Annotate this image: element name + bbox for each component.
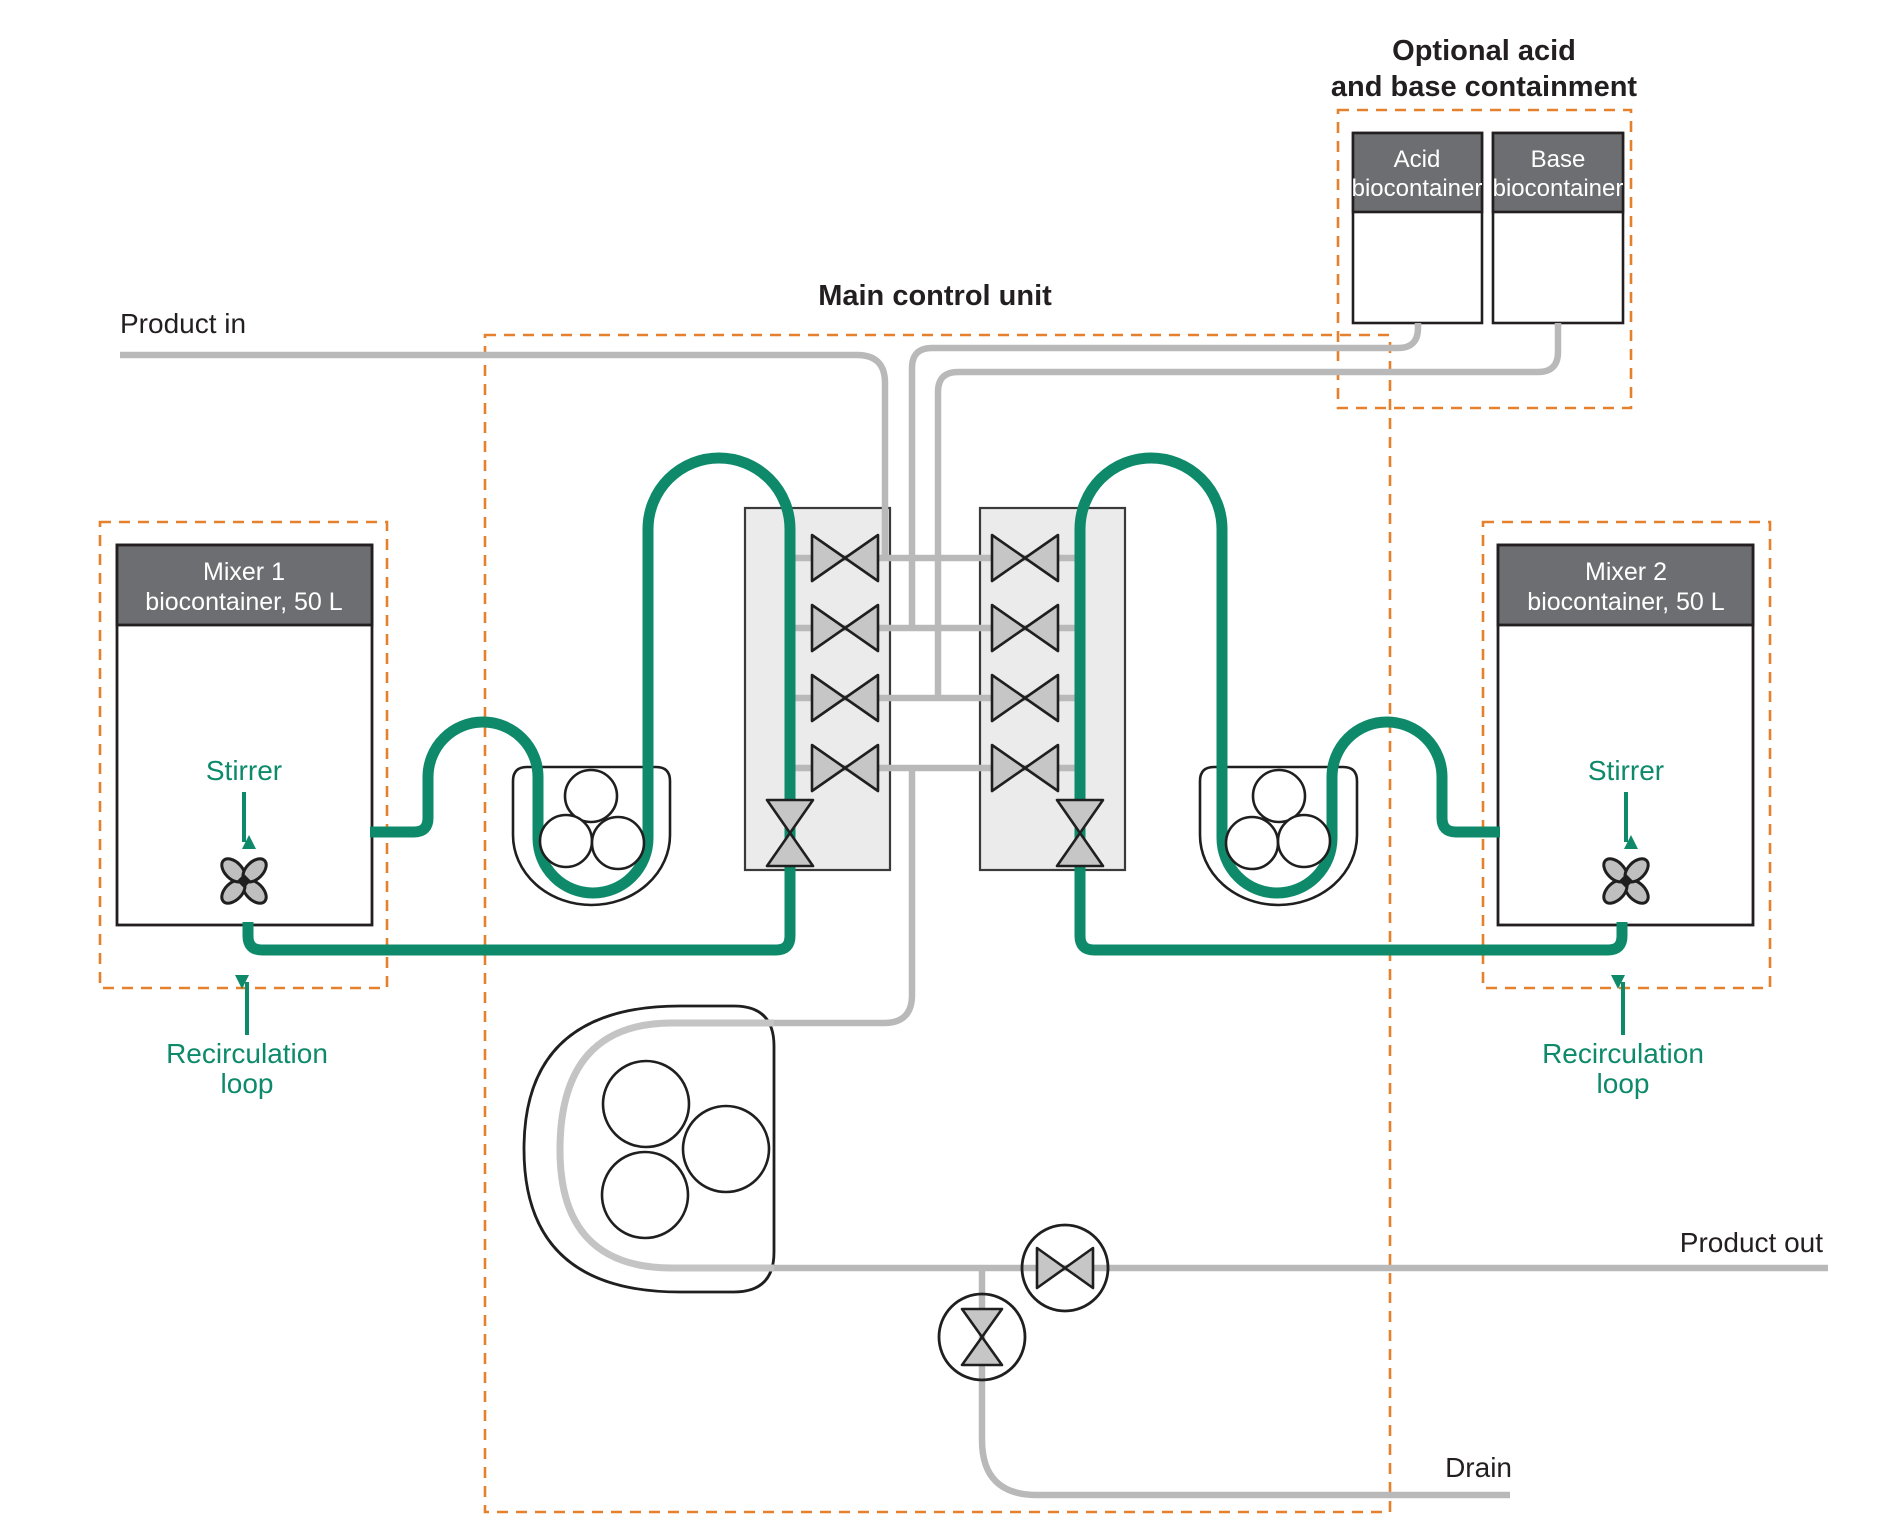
drain-pipe <box>978 1268 1510 1499</box>
acid-feed-pipe <box>908 323 1422 628</box>
mixer1-recirculation-label-2: loop <box>221 1068 274 1099</box>
containment-title-line1: Optional acid <box>1392 35 1576 67</box>
mixer1-stirrer-label: Stirrer <box>206 755 282 786</box>
right-loop-pinch-valve-icon <box>1055 798 1105 868</box>
right-pump-roller-right <box>1276 813 1332 869</box>
right-panel-valve-2-icon <box>990 603 1060 653</box>
containment-title-line2: and base containment <box>1331 71 1638 103</box>
pump-feed-pipe <box>774 768 916 1027</box>
main-control-unit-boundary <box>483 333 1392 1514</box>
left-pump-roller-left <box>538 813 594 869</box>
acid-container-label-2: biocontainer <box>1352 175 1483 202</box>
mixer2-recirculation-label-1: Recirculation <box>1542 1038 1704 1069</box>
mixer2-biocontainer: Mixer 2 biocontainer, 50 L <box>1496 543 1755 927</box>
main-control-unit-label: Main control unit <box>818 280 1052 312</box>
mixer2-boundary <box>1481 520 1772 990</box>
left-pump-roller-top <box>563 768 619 824</box>
mixer1-label-1: Mixer 1 <box>203 558 285 586</box>
base-container-label-1: Base <box>1531 146 1586 173</box>
acid-biocontainer: Acid biocontainer <box>1352 131 1484 325</box>
product-in-label: Product in <box>120 308 246 339</box>
transfer-pump-roller-bottom <box>600 1150 690 1240</box>
base-biocontainer: Base biocontainer <box>1491 131 1625 325</box>
transfer-pump-housing <box>522 1004 776 1294</box>
left-panel-valve-3-icon <box>810 673 880 723</box>
transfer-pump-roller-top <box>601 1059 691 1149</box>
drain-valve-icon <box>960 1307 1004 1367</box>
acid-container-label-1: Acid <box>1394 146 1441 173</box>
right-panel-valve-3-icon <box>990 673 1060 723</box>
mixer1-recirculation-pipe <box>242 452 796 956</box>
left-panel-valve-4-icon <box>810 743 880 793</box>
right-pump-roller-left <box>1224 815 1280 871</box>
mixer2-recirculation-pipe <box>1074 452 1628 956</box>
product-out-label: Product out <box>1680 1227 1823 1258</box>
mixer1-recirculation-label-1: Recirculation <box>166 1038 328 1069</box>
product-in-pipe <box>120 351 889 558</box>
transfer-pump-roller-right <box>681 1104 771 1194</box>
base-feed-pipe <box>934 323 1562 698</box>
right-panel-valve-1-icon <box>990 533 1060 583</box>
mixer1-biocontainer: Mixer 1 biocontainer, 50 L <box>115 543 374 927</box>
transfer-pump-tube <box>556 1019 774 1272</box>
mixer2-stirrer-icon <box>1602 857 1650 905</box>
mixer1-label-2: biocontainer, 50 L <box>145 588 342 616</box>
mixer2-label-1: Mixer 2 <box>1585 558 1667 586</box>
left-pump-roller-right <box>590 815 646 871</box>
product-out-valve-icon <box>1035 1246 1095 1290</box>
left-panel-valve-2-icon <box>810 603 880 653</box>
drain-valve <box>937 1292 1027 1382</box>
right-pump-roller-top <box>1251 768 1307 824</box>
product-out-valve <box>1020 1223 1110 1313</box>
mixer2-stirrer-label: Stirrer <box>1588 755 1664 786</box>
right-panel-valve-4-icon <box>990 743 1060 793</box>
base-container-label-2: biocontainer <box>1493 175 1624 202</box>
mixer2-label-2: biocontainer, 50 L <box>1527 588 1724 616</box>
left-panel-valve-1-icon <box>810 533 880 583</box>
left-loop-pinch-valve-icon <box>765 798 815 868</box>
mixer1-stirrer-icon <box>220 857 268 905</box>
acid-base-containment-boundary <box>1336 108 1633 410</box>
drain-label: Drain <box>1445 1452 1512 1483</box>
mixer2-recirculation-label-2: loop <box>1597 1068 1650 1099</box>
